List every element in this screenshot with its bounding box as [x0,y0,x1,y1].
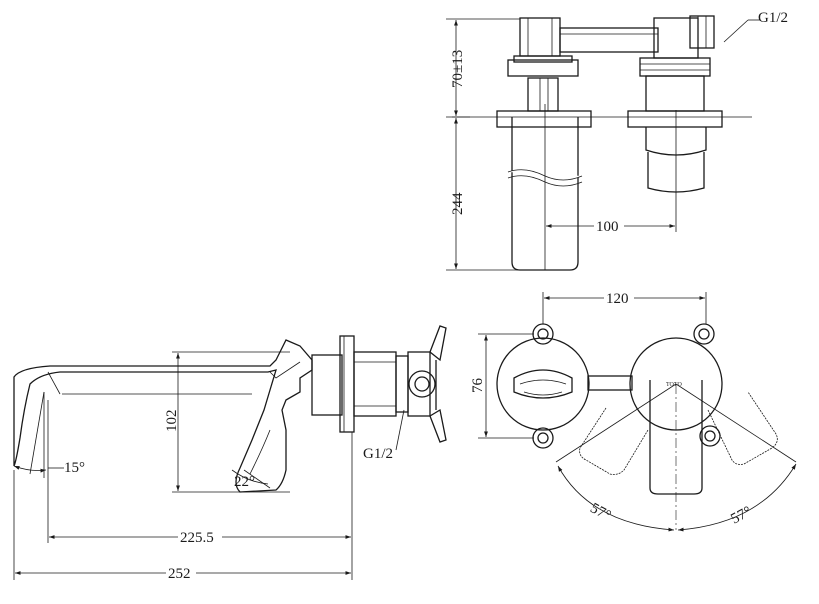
spout-side [13,339,313,493]
valve-cap-side [407,351,431,417]
spout-flange [496,110,592,128]
angle-right-arc [677,463,797,532]
thread-leader-side [395,409,405,451]
spout-nut [507,59,579,77]
bracket-top [429,325,447,362]
mixer-ear-top [693,323,715,345]
spout-outlet-front [513,369,573,399]
dim-centers-label: 100 [596,219,619,235]
mixer-body [645,75,705,112]
bracket-bottom [429,408,447,443]
dim-120-label: 120 [606,291,629,307]
angle-15-label: 15° [64,460,85,476]
front-view: TOTO 57° 57° 120 76 [470,288,797,532]
mount-ear-bottom [532,427,554,449]
angle-15-arc [13,465,47,473]
connecting-bar-front [587,375,633,391]
thread-leader [723,19,749,43]
dim-102-label: 102 [164,410,180,433]
angle-22-arc [231,469,269,485]
side-view: G1/2 102 15° 22° 225.5 252 [13,325,447,582]
mixer-nut [639,57,711,77]
thread-label-top: G1/2 [758,10,788,26]
angle-left-arc [557,465,675,532]
mixer-inlet [689,15,715,49]
thread-label-side: G1/2 [363,446,393,462]
angle-22-label: 22° [234,474,255,490]
body-side [311,354,343,416]
dim-76-label: 76 [470,378,486,394]
mixer-ear-bottom [699,425,721,447]
spout-valve-body [519,17,561,57]
connecting-pipe [559,27,659,53]
dim-252-label: 252 [168,566,191,582]
mixer-valve-head [653,17,699,59]
angle-right-label: 57° [728,504,754,528]
top-view: 70±13 244 [446,10,788,271]
dim-225-label: 225.5 [180,530,214,546]
spout-escutcheon [496,337,590,431]
mixer-flange [627,110,723,128]
dim-height-label: 70±13 [450,50,466,88]
dim-spout-length-label: 244 [450,192,466,215]
lever-rotated-right [707,391,778,465]
spout-neck [527,77,559,112]
lever-rotated-left [579,407,649,475]
inlet-circle [408,370,436,398]
